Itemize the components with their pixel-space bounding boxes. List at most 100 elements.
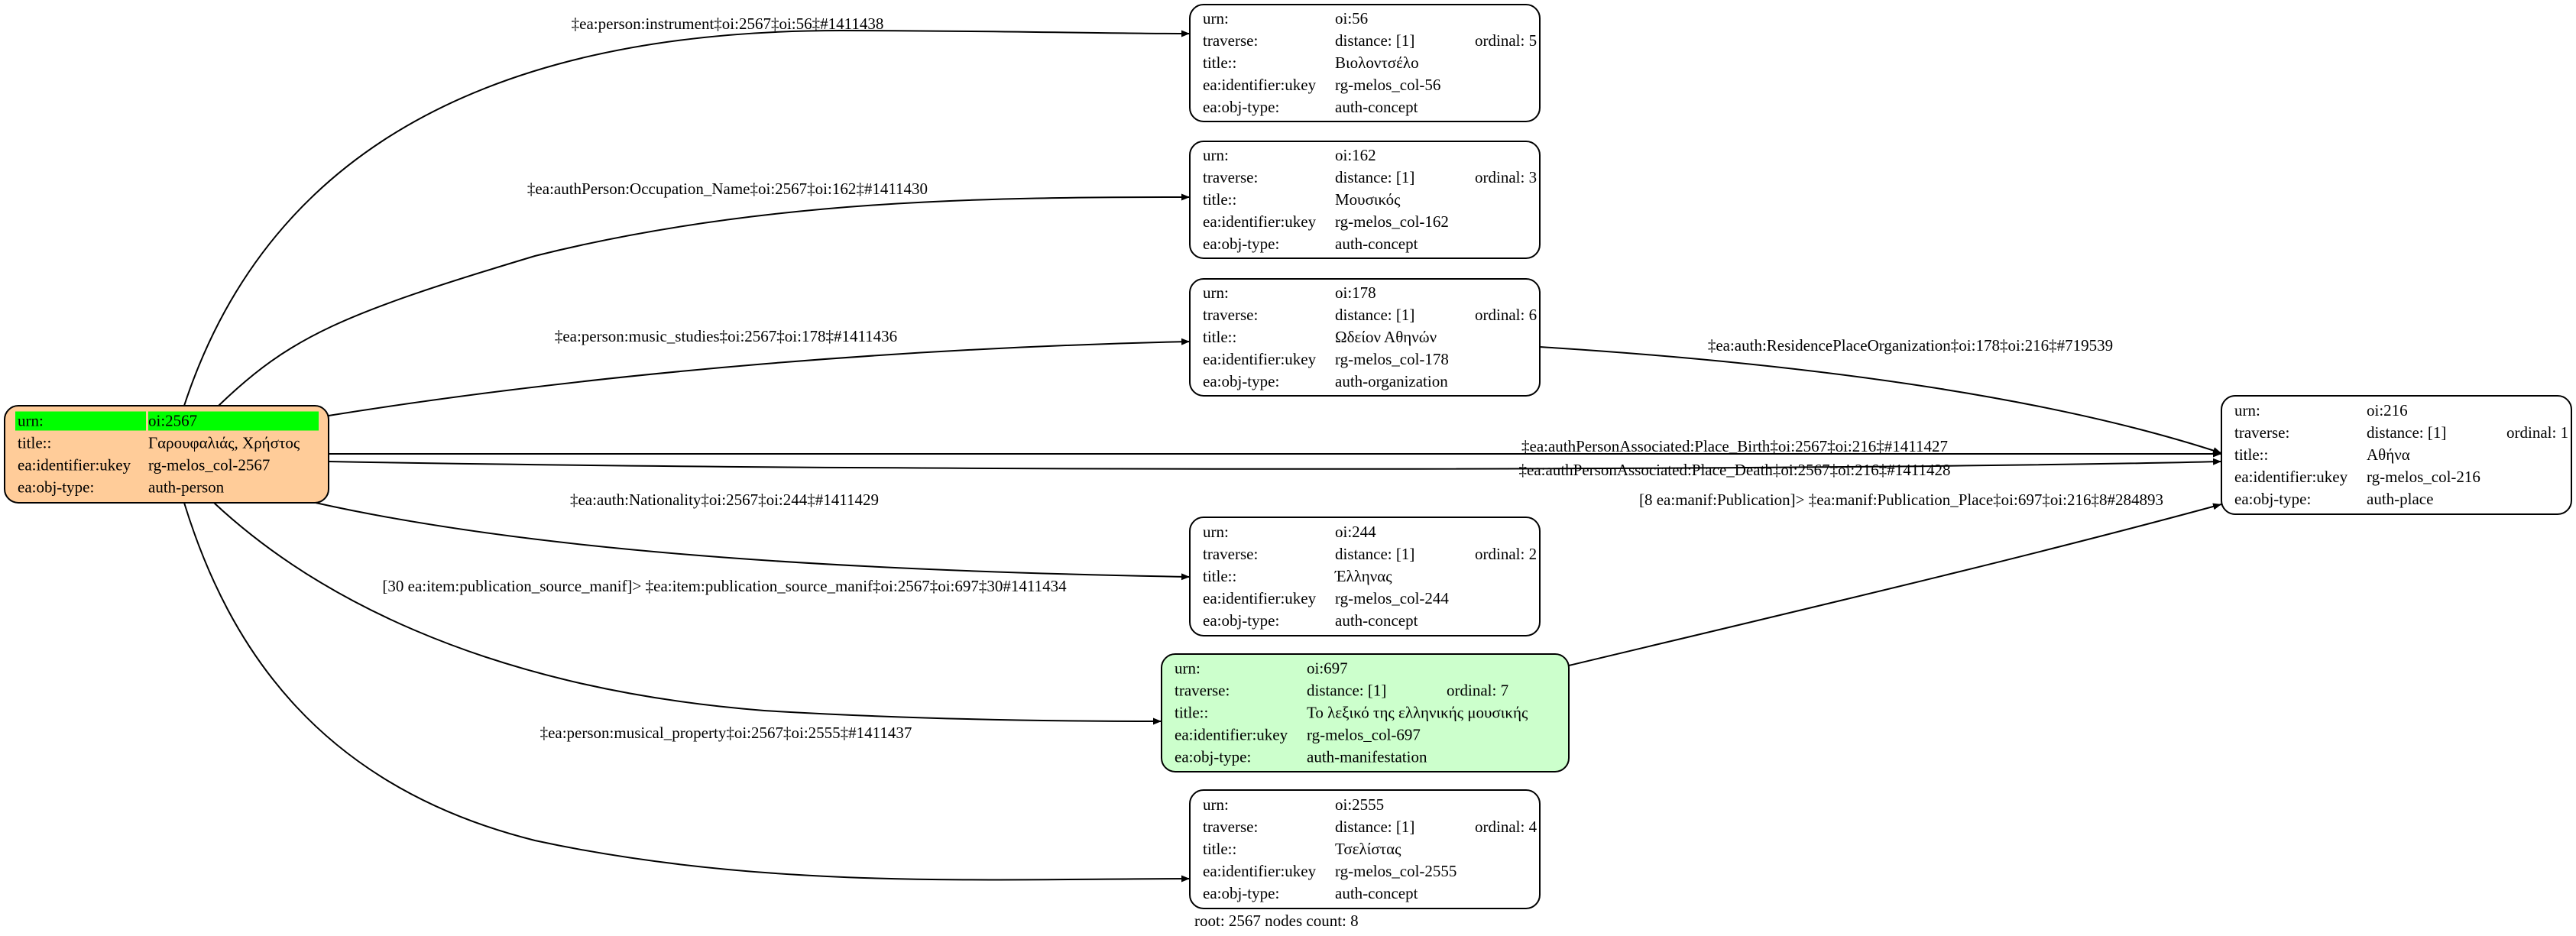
field-ordinal: ordinal: 4 <box>1475 818 1537 836</box>
edge-occupation[interactable]: ‡ea:authPerson:Occupation_Name‡oi:2567‡o… <box>218 180 1191 406</box>
edge-label: [30 ea:item:publication_source_manif]> ‡… <box>382 577 1067 595</box>
edge-line[interactable] <box>213 502 1162 725</box>
node-box <box>1189 141 1541 259</box>
edge-line[interactable] <box>183 502 1191 883</box>
edge-line[interactable] <box>183 29 1191 406</box>
field-label: ea:obj-type: <box>18 478 94 497</box>
field-ordinal: ordinal: 6 <box>1475 306 1537 324</box>
field-value: oi:162 <box>1335 146 1376 164</box>
field-label: ea:obj-type: <box>1203 98 1279 116</box>
node-box <box>1189 4 1541 122</box>
field-label: title:: <box>1203 567 1236 585</box>
edge-publication-place[interactable]: [8 ea:manif:Publication]> ‡ea:manif:Publ… <box>1568 491 2222 666</box>
edge-label: ‡ea:auth:ResidencePlaceOrganization‡oi:1… <box>1708 336 2113 355</box>
edge-label: ‡ea:auth:Nationality‡oi:2567‡oi:244‡#141… <box>570 491 879 509</box>
urn-highlight-value <box>148 411 319 431</box>
field-label: ea:identifier:ukey <box>1203 350 1317 368</box>
node-box <box>2221 395 2572 515</box>
edge-death[interactable]: ‡ea:authPersonAssociated:Place_Death‡oi:… <box>328 458 2222 479</box>
field-value: distance: [1] <box>1335 31 1414 50</box>
field-value: Βιολοντσέλο <box>1335 53 1419 72</box>
edge-publication-source[interactable]: [30 ea:item:publication_source_manif]> ‡… <box>213 502 1162 725</box>
field-label: urn: <box>1203 283 1229 302</box>
edge-label: ‡ea:person:instrument‡oi:2567‡oi:56‡#141… <box>572 15 884 33</box>
edge-line[interactable] <box>1539 346 2222 454</box>
field-value: Ωδείον Αθηνών <box>1335 328 1437 346</box>
field-label: title:: <box>1203 190 1236 209</box>
field-value: oi:697 <box>1307 659 1348 678</box>
field-label: title:: <box>2234 445 2268 464</box>
node-box <box>1189 517 1541 636</box>
edge-line[interactable] <box>328 458 2222 470</box>
field-label: ea:identifier:ukey <box>1203 862 1317 880</box>
edge-music-studies[interactable]: ‡ea:person:music_studies‡oi:2567‡oi:178‡… <box>328 327 1191 416</box>
edge-birth[interactable]: ‡ea:authPersonAssociated:Place_Birth‡oi:… <box>329 437 2221 458</box>
field-value: rg-melos_col-162 <box>1335 212 1449 231</box>
field-label: traverse: <box>1203 545 1258 563</box>
edge-line[interactable] <box>315 502 1191 581</box>
urn-highlight-label <box>15 411 146 431</box>
edge-instrument[interactable]: ‡ea:person:instrument‡oi:2567‡oi:56‡#141… <box>183 15 1191 406</box>
field-label: traverse: <box>1203 31 1258 50</box>
field-label: ea:obj-type: <box>1203 884 1279 902</box>
field-label: title:: <box>1203 328 1236 346</box>
field-value: Μουσικός <box>1335 190 1401 209</box>
edge-line[interactable] <box>218 193 1191 406</box>
field-label: traverse: <box>2234 423 2289 442</box>
field-label: traverse: <box>1203 306 1258 324</box>
edge-nationality[interactable]: ‡ea:auth:Nationality‡oi:2567‡oi:244‡#141… <box>315 491 1191 581</box>
field-label: urn: <box>2234 401 2260 419</box>
edge-label: ‡ea:authPersonAssociated:Place_Birth‡oi:… <box>1521 437 1948 455</box>
field-label: ea:obj-type: <box>1203 235 1279 253</box>
edge-label: [8 ea:manif:Publication]> ‡ea:manif:Publ… <box>1639 491 2163 509</box>
field-value: auth-concept <box>1335 611 1418 630</box>
edge-residence[interactable]: ‡ea:auth:ResidencePlaceOrganization‡oi:1… <box>1539 336 2222 454</box>
field-value: auth-organization <box>1335 372 1448 390</box>
field-value: rg-melos_col-2555 <box>1335 862 1456 880</box>
field-value: auth-concept <box>1335 884 1418 902</box>
field-value: Γαρουφαλιάς, Χρήστος <box>148 434 300 452</box>
field-label: ea:identifier:ukey <box>18 456 131 474</box>
field-label: ea:obj-type: <box>2234 490 2311 508</box>
field-value: distance: [1] <box>1307 682 1386 700</box>
node-178[interactable]: urn: oi:178 traverse: distance: [1] ordinal:… <box>1189 278 1541 397</box>
edge-label: ‡ea:person:musical_property‡oi:2567‡oi:2… <box>540 724 912 742</box>
field-label: urn: <box>1203 795 1229 814</box>
field-value: oi:178 <box>1335 283 1376 302</box>
field-label: ea:identifier:ukey <box>2234 468 2348 486</box>
field-value: distance: [1] <box>1335 818 1414 836</box>
edge-line[interactable] <box>1568 503 2222 666</box>
field-ordinal: ordinal: 7 <box>1447 682 1508 700</box>
field-label: title:: <box>1203 840 1236 858</box>
field-value: oi:56 <box>1335 9 1368 28</box>
field-value: oi:2555 <box>1335 795 1384 814</box>
field-label: urn: <box>18 412 44 430</box>
field-value: auth-concept <box>1335 235 1418 253</box>
field-value: distance: [1] <box>1335 306 1414 324</box>
field-value: distance: [1] <box>2367 423 2446 442</box>
field-value: Το λεξικό της ελληνικής μουσικής <box>1307 704 1528 722</box>
edge-musical-property[interactable]: ‡ea:person:musical_property‡oi:2567‡oi:2… <box>183 502 1191 883</box>
field-label: ea:obj-type: <box>1175 748 1251 766</box>
edge-label: ‡ea:authPersonAssociated:Place_Death‡oi:… <box>1519 461 1951 479</box>
node-216[interactable]: urn: oi:216 traverse: distance: [1] ordinal:… <box>2221 395 2572 515</box>
field-value: oi:216 <box>2367 401 2408 419</box>
field-ordinal: ordinal: 1 <box>2506 423 2568 442</box>
field-value: rg-melos_col-178 <box>1335 350 1449 368</box>
field-value: oi:2567 <box>148 412 197 430</box>
field-value: rg-melos_col-244 <box>1335 589 1449 607</box>
node-box <box>1161 653 1570 772</box>
field-label: ea:identifier:ukey <box>1203 212 1317 231</box>
field-ordinal: ordinal: 5 <box>1475 31 1537 50</box>
edge-label: ‡ea:authPerson:Occupation_Name‡oi:2567‡o… <box>527 180 928 198</box>
edge-line[interactable] <box>328 338 1191 416</box>
field-value: rg-melos_col-56 <box>1335 76 1440 94</box>
field-value: oi:244 <box>1335 523 1376 541</box>
